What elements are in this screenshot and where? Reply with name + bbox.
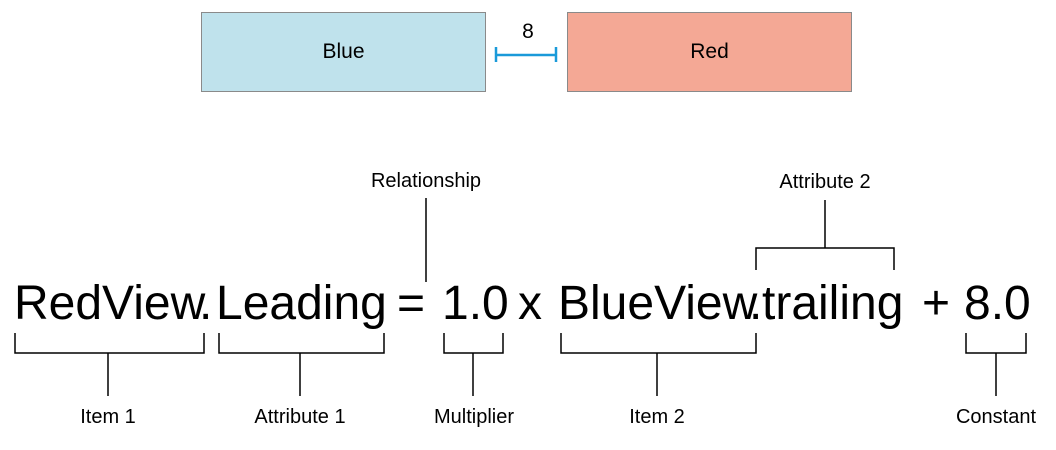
- label-relationship: Relationship: [370, 170, 482, 192]
- eq-times: x: [518, 277, 542, 330]
- eq-dot1: .: [199, 277, 213, 330]
- eq-item1: RedView: [14, 277, 206, 330]
- label-attribute1: Attribute 1: [254, 406, 346, 428]
- eq-attribute2: trailing: [762, 277, 904, 330]
- item1-bracket: [14, 333, 205, 396]
- multiplier-bracket: [443, 333, 504, 396]
- attribute2-bracket: [755, 200, 895, 270]
- item2-bracket: [560, 333, 757, 396]
- constant-bracket: [965, 333, 1027, 396]
- spacing-value: 8: [522, 20, 534, 43]
- attribute1-bracket: [218, 333, 385, 396]
- spacing-indicator: [494, 47, 558, 62]
- blue-view-box: Blue: [201, 12, 486, 92]
- eq-plus: +: [922, 277, 951, 330]
- label-multiplier: Multiplier: [433, 406, 515, 428]
- label-attribute2: Attribute 2: [779, 171, 871, 193]
- eq-relation: =: [397, 277, 426, 330]
- red-view-box: Red: [567, 12, 852, 92]
- eq-item2: BlueView: [558, 277, 758, 330]
- eq-multiplier: 1.0: [442, 277, 509, 330]
- label-item1: Item 1: [80, 406, 136, 428]
- label-constant: Constant: [955, 406, 1037, 428]
- eq-constant: 8.0: [964, 277, 1031, 330]
- label-item2: Item 2: [629, 406, 685, 428]
- red-view-label: Red: [690, 40, 729, 63]
- eq-attribute1: Leading: [216, 277, 387, 330]
- blue-view-label: Blue: [322, 40, 365, 63]
- eq-dot2: .: [749, 277, 763, 330]
